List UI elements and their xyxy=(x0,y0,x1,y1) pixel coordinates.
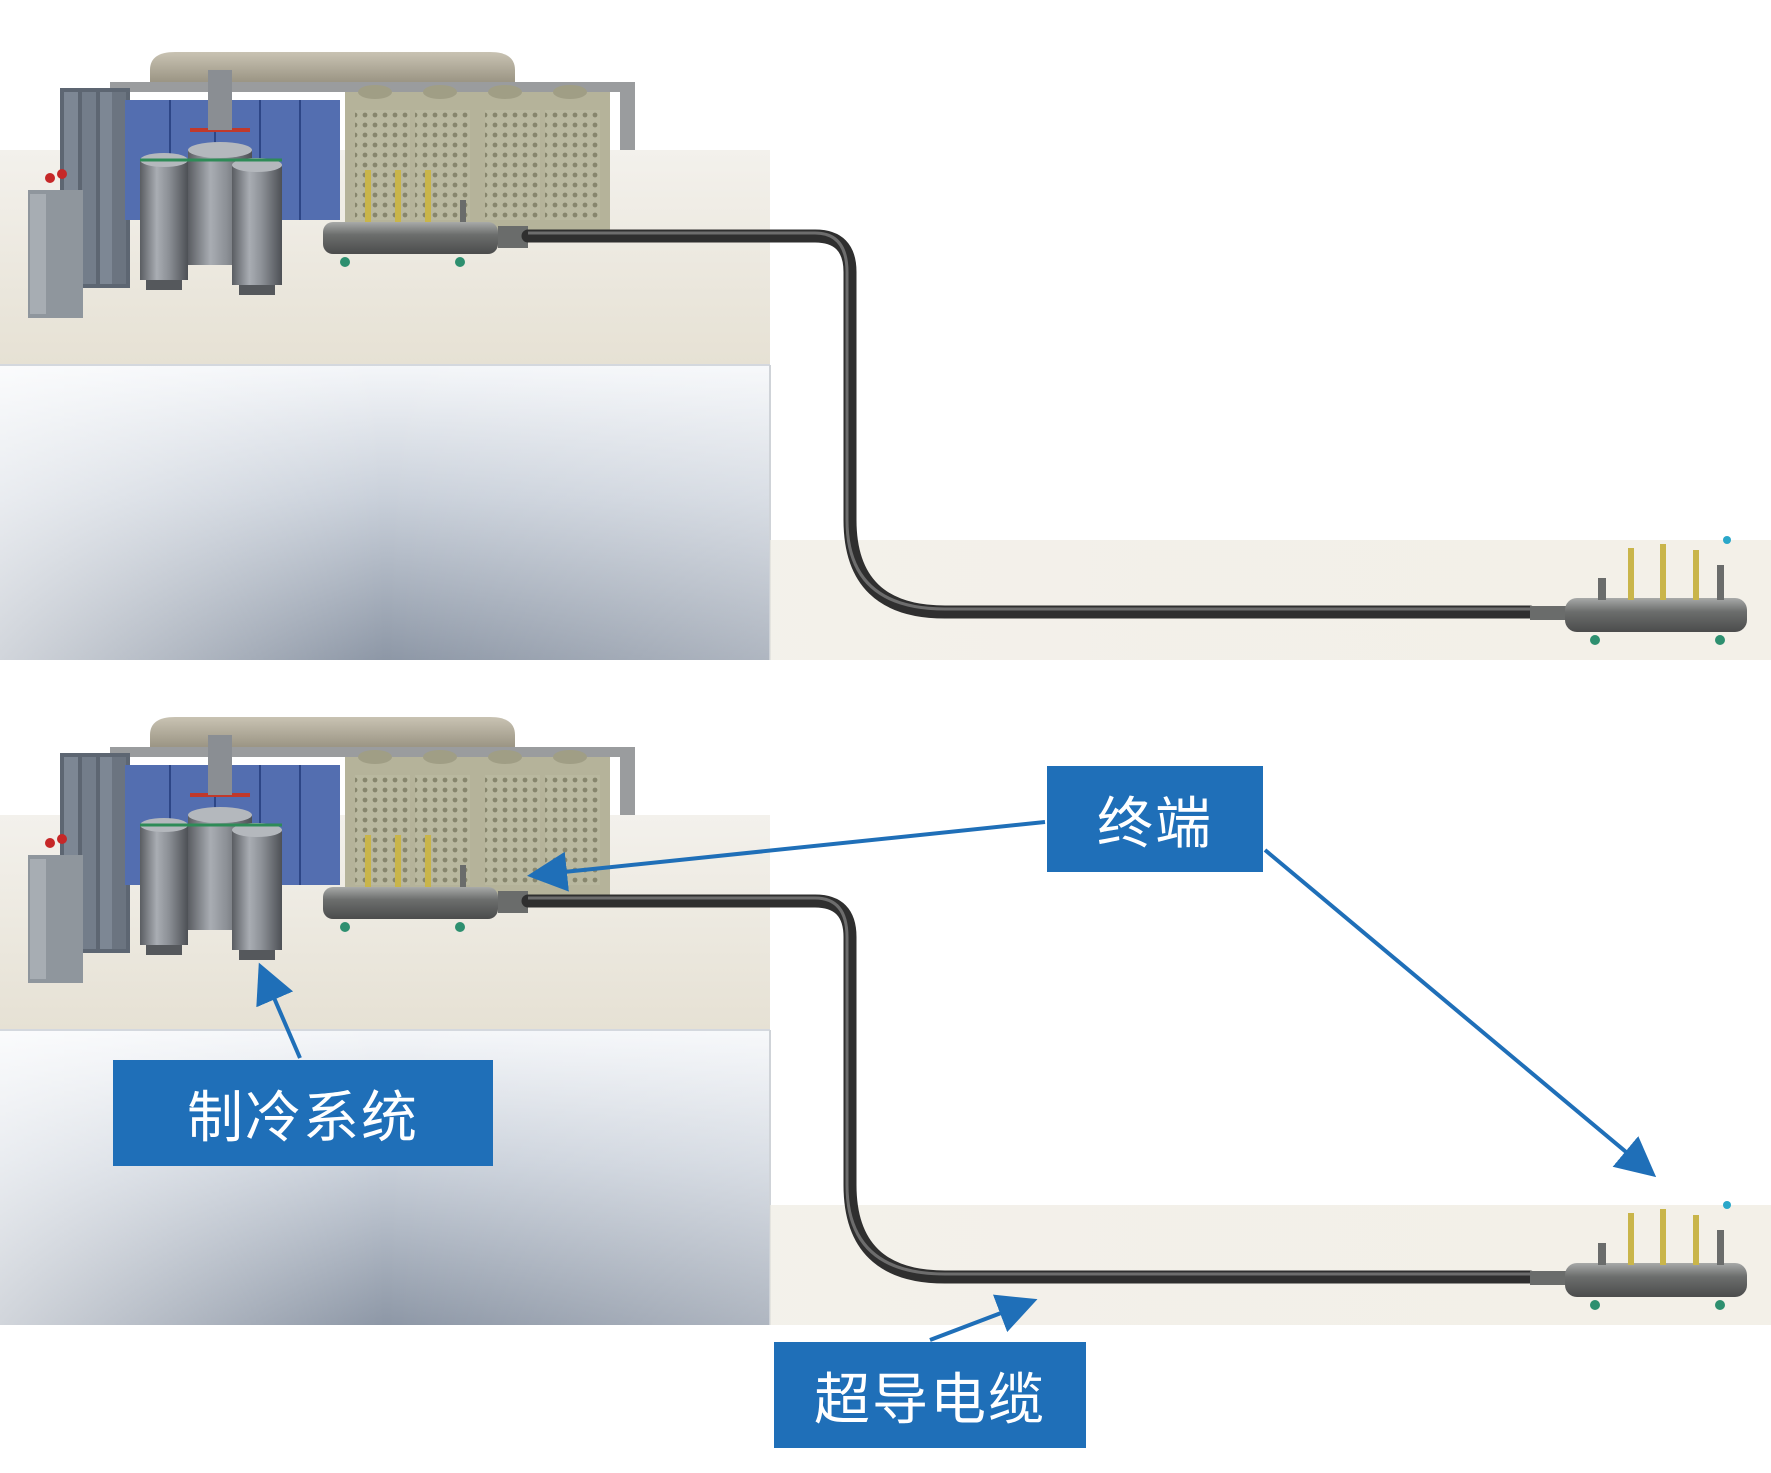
superconducting-cable-label: 超导电缆 xyxy=(814,1367,1046,1433)
annotation-arrows xyxy=(256,820,1657,1342)
terminal-arrow-near xyxy=(527,820,1046,892)
refrigeration-system-label: 制冷系统 xyxy=(187,1085,419,1151)
terminal-label: 终端 xyxy=(1097,791,1213,857)
top-panel xyxy=(0,52,1771,660)
terminal-callout: 终端 xyxy=(1047,766,1263,872)
refrigeration-system-callout: 制冷系统 xyxy=(113,1060,493,1166)
terminal-arrow-far xyxy=(1263,848,1657,1178)
superconducting-cable-callout: 超导电缆 xyxy=(774,1342,1086,1448)
refrigeration-arrow xyxy=(256,962,302,1059)
cable-arrow xyxy=(929,1294,1038,1342)
bottom-panel xyxy=(0,717,1771,1325)
